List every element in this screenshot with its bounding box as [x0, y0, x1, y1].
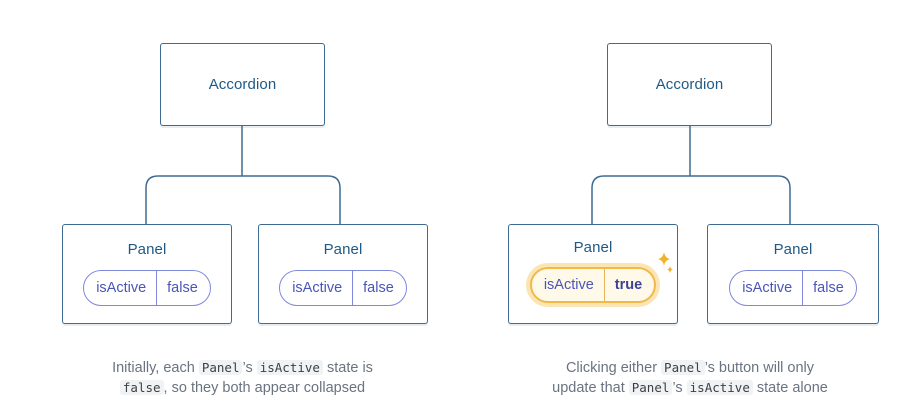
left-caption-text-2: ’s [242, 360, 257, 376]
left-caption-text-1: Initially, each [112, 360, 199, 376]
right-panel-1-state-key: isActive [543, 277, 594, 293]
right-connector [591, 126, 791, 224]
left-panel-2: Panel isActive false [258, 224, 428, 324]
left-panel-1-state-pill: isActive false [83, 270, 211, 306]
left-panel-1-state-key: isActive [96, 280, 147, 296]
right-caption-text-1: Clicking either [565, 360, 662, 376]
left-panel-1-state-value: false [156, 271, 210, 305]
left-caption-code-isactive: isActive [256, 360, 323, 375]
right-panel-1: Panel isActive true [508, 224, 678, 324]
right-caption-text-3: update that [552, 380, 629, 396]
left-accordion-label: Accordion [208, 76, 277, 93]
right-caption-code-panel-2: Panel [628, 380, 673, 395]
right-accordion-label: Accordion [655, 76, 724, 93]
right-panel-2-state-key: isActive [742, 280, 793, 296]
right-panel-1-state-pill: isActive true [529, 267, 657, 303]
left-caption-code-panel: Panel [198, 360, 243, 375]
right-panel-1-state-value: true [603, 269, 654, 301]
left-caption: Initially, each Panel’s isActive state i… [40, 358, 445, 398]
right-caption-code-isactive: isActive [686, 380, 753, 395]
left-caption-text-4: , so they both appear collapsed [163, 380, 366, 396]
left-caption-text-3: state is [322, 360, 373, 376]
right-caption-text-4: ’s [672, 380, 687, 396]
right-panel-2: Panel isActive false [707, 224, 879, 324]
right-caption-text-2: ’s button will only [704, 360, 815, 376]
left-panel-1-title: Panel [127, 241, 167, 258]
left-panel-2-state-pill: isActive false [279, 270, 407, 306]
right-panel-2-state-pill: isActive false [729, 270, 857, 306]
right-panel-1-title: Panel [573, 239, 613, 256]
sparkle-icon [658, 252, 673, 273]
left-panel-2-title: Panel [323, 241, 363, 258]
right-caption-text-5: state alone [752, 380, 828, 396]
left-accordion-node: Accordion [160, 43, 325, 126]
right-caption: Clicking either Panel’s button will only… [490, 358, 890, 398]
left-caption-code-false: false [119, 380, 164, 395]
right-accordion-node: Accordion [607, 43, 772, 126]
right-caption-code-panel-1: Panel [661, 360, 705, 375]
right-panel-2-title: Panel [773, 241, 813, 258]
left-panel-2-state-value: false [352, 271, 406, 305]
left-panel-2-state-key: isActive [292, 280, 343, 296]
right-panel-2-state-value: false [802, 271, 856, 305]
left-connector [145, 126, 341, 224]
left-panel-1: Panel isActive false [62, 224, 232, 324]
